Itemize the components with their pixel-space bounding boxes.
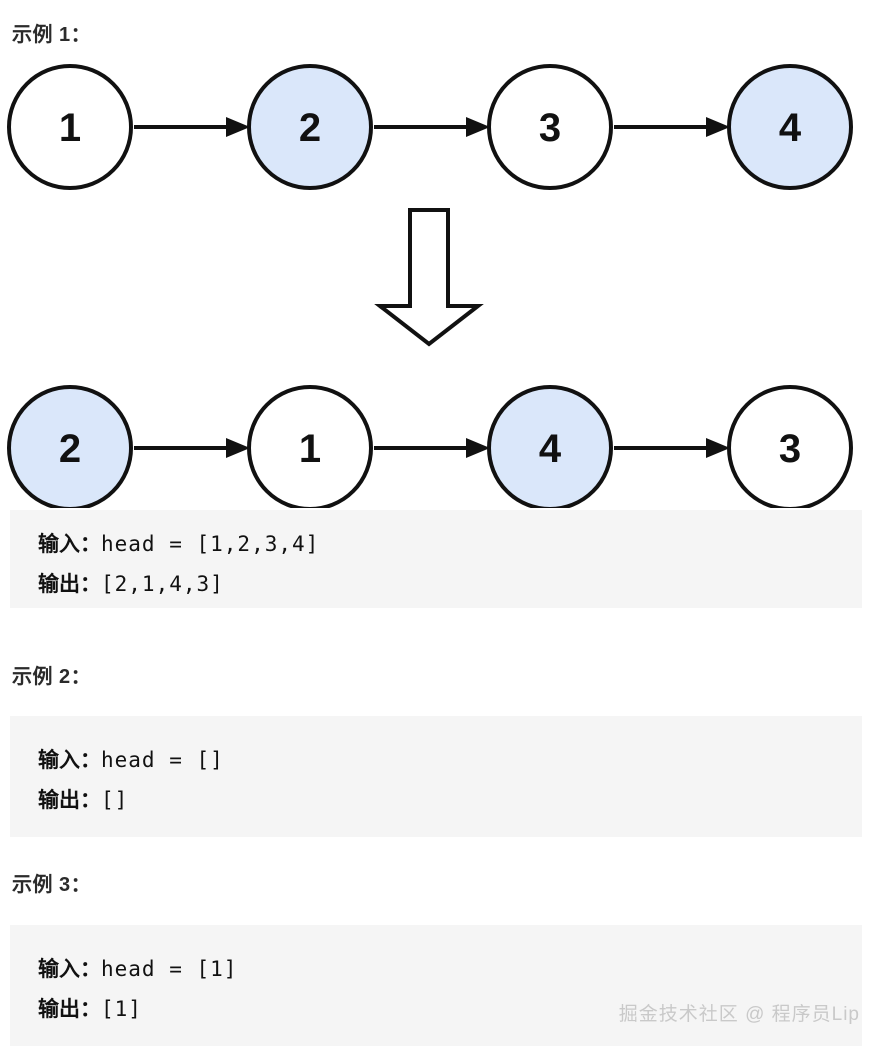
output-line: 输出：[1] <box>38 989 862 1029</box>
node-after-1: 2 <box>7 385 133 508</box>
after-row-nodes: 2 1 4 3 <box>7 385 853 508</box>
output-label: 输出： <box>38 789 101 812</box>
output-value: [2,1,4,3] <box>101 572 224 596</box>
node-before-2: 2 <box>247 64 373 190</box>
node-after-3: 4 <box>487 385 613 508</box>
input-label: 输入： <box>38 749 101 772</box>
output-value: [1] <box>101 997 142 1021</box>
before-row-edges <box>134 117 730 137</box>
input-line: 输入：head = [1,2,3,4] <box>38 524 862 564</box>
node-label: 3 <box>539 106 561 150</box>
node-label: 1 <box>59 106 81 150</box>
example-3-code-block: 输入：head = [1] 输出：[1] <box>10 925 862 1046</box>
input-label: 输入： <box>38 533 101 556</box>
output-label: 输出： <box>38 998 101 1021</box>
node-label: 4 <box>779 106 802 150</box>
node-before-4: 4 <box>727 64 853 190</box>
before-row-nodes: 1 2 3 4 <box>7 64 853 190</box>
example-2-code-block: 输入：head = [] 输出：[] <box>10 716 862 837</box>
linked-list-diagram: 1 2 3 4 <box>0 48 874 508</box>
node-before-3: 3 <box>487 64 613 190</box>
node-label: 1 <box>299 427 321 471</box>
node-label: 2 <box>59 427 81 471</box>
input-value: head = [1,2,3,4] <box>101 532 320 556</box>
example-1-code-block: 输入：head = [1,2,3,4] 输出：[2,1,4,3] <box>10 510 862 608</box>
node-after-4: 3 <box>727 385 853 508</box>
output-value: [] <box>101 788 129 812</box>
input-line: 输入：head = [1] <box>38 949 862 989</box>
watermark: 掘金技术社区 @ 程序员Lip <box>618 1004 860 1025</box>
node-label: 4 <box>539 427 562 471</box>
example-3-heading: 示例 3： <box>12 874 92 896</box>
node-label: 3 <box>779 427 801 471</box>
input-value: head = [1] <box>101 957 238 981</box>
input-line: 输入：head = [] <box>38 740 862 780</box>
transform-arrow-icon <box>374 208 484 347</box>
node-label: 2 <box>299 106 321 150</box>
output-label: 输出： <box>38 573 101 596</box>
node-before-1: 1 <box>7 64 133 190</box>
example-1-heading: 示例 1： <box>12 24 92 46</box>
example-2-heading: 示例 2： <box>12 666 92 688</box>
after-row-edges <box>134 438 730 458</box>
output-line: 输出：[] <box>38 780 862 820</box>
node-after-2: 1 <box>247 385 373 508</box>
output-line: 输出：[2,1,4,3] <box>38 564 862 604</box>
input-value: head = [] <box>101 748 224 772</box>
input-label: 输入： <box>38 958 101 981</box>
